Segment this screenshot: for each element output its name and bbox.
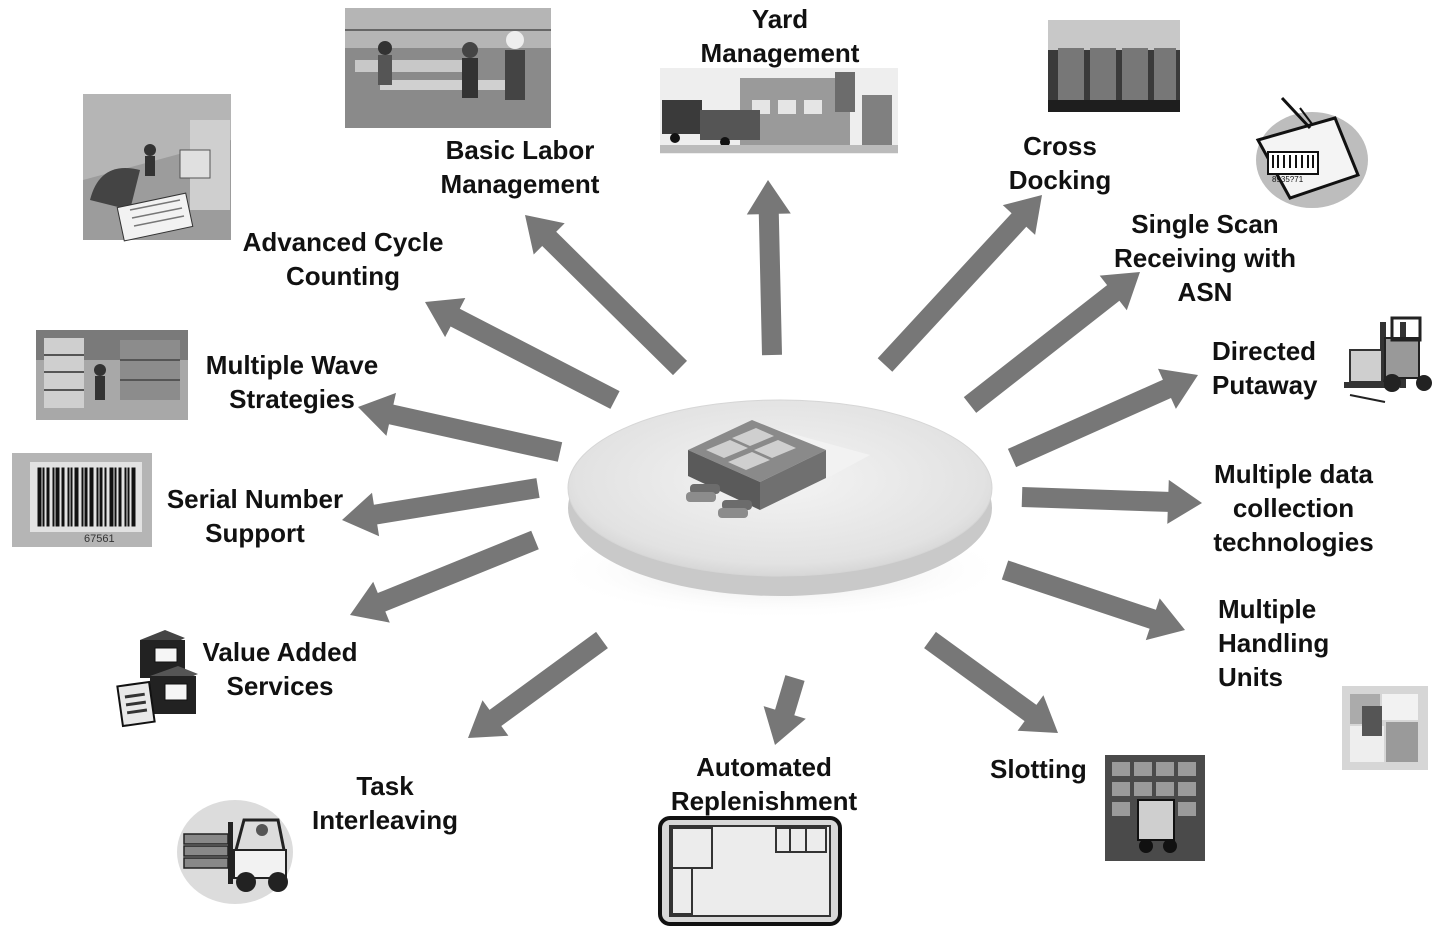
warehouse-workers-icon <box>36 330 188 420</box>
arrow-to-serial-number-support <box>342 478 540 537</box>
arrow-to-automated-replenishment <box>763 675 806 745</box>
barcode-bar <box>81 467 84 527</box>
scanner-barcode-digits: 8935?71 <box>1272 175 1304 184</box>
floor-plan-icon <box>658 816 842 926</box>
arrow-to-yard-management <box>746 180 791 356</box>
barcode-bar <box>118 467 122 527</box>
barcode-bar <box>55 467 60 527</box>
arrow-to-task-interleaving <box>468 631 608 738</box>
central-hub <box>550 399 1010 620</box>
arrow-to-value-added-services <box>350 530 539 623</box>
barcode-bar <box>84 467 88 527</box>
barcode-bar <box>96 467 99 527</box>
forklift-operator-icon <box>177 800 293 904</box>
barcode-label-digits: 67561 <box>84 533 115 545</box>
barcode-bar <box>74 467 79 527</box>
barcode-bar <box>99 467 103 527</box>
barcode-scanner-icon: 8935?71 <box>1255 96 1368 208</box>
barcode-bar <box>131 467 136 527</box>
barcode-bar <box>61 467 65 527</box>
barcode-bar <box>46 467 50 527</box>
barcode-bar <box>37 467 42 527</box>
forklift-icon <box>1344 316 1432 403</box>
arrow-to-basic-labor-management <box>525 215 687 376</box>
arrow-to-single-scan-receiving <box>963 272 1140 413</box>
barcode-bar <box>70 467 73 527</box>
stacked-boxes-icon <box>1342 686 1428 770</box>
barcode-bar <box>124 467 127 527</box>
arrow-to-multiple-data-collection <box>1021 479 1202 524</box>
arrow-to-cross-docking <box>877 195 1042 372</box>
barcode-bar <box>52 467 55 527</box>
arrows-group <box>342 180 1202 745</box>
barcode-bar <box>109 467 114 527</box>
barcode-bar <box>89 467 94 527</box>
loading-dock-icon <box>1048 20 1180 112</box>
arrow-to-multiple-handling-units <box>1001 560 1185 641</box>
warehouse-racks-icon <box>1105 755 1205 861</box>
barcode-bar <box>127 467 130 527</box>
arrow-to-directed-putaway <box>1007 368 1198 468</box>
arrow-to-multiple-wave-strategies <box>358 392 563 462</box>
barcode-label-icon: 67561 <box>12 453 152 547</box>
barcode-bar <box>104 467 107 527</box>
barcode-bar <box>114 467 117 527</box>
arrow-to-slotting <box>924 631 1058 733</box>
inventory-count-icon <box>83 94 231 242</box>
warehouse-building-icon <box>686 420 870 518</box>
label-slotting: Slotting <box>990 754 1087 784</box>
barcode-bar <box>67 467 70 527</box>
barcode-bar <box>42 467 45 527</box>
factory-yard-icon <box>660 68 898 154</box>
arrow-to-advanced-cycle-counting <box>425 298 620 409</box>
boxes-clipboard-icon <box>116 630 198 728</box>
labor-workers-icon <box>345 8 551 128</box>
